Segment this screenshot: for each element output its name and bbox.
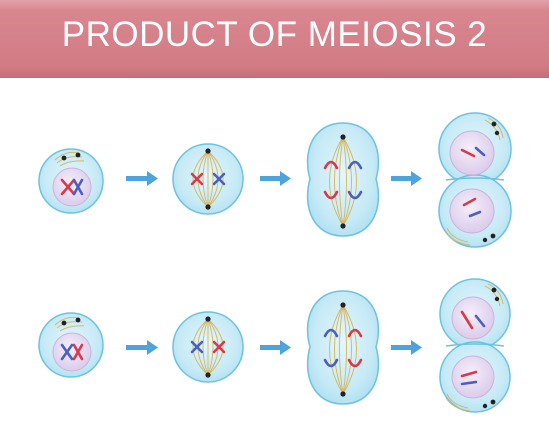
chromosome-blue (323, 328, 339, 368)
page-title: PRODUCT OF MEIOSIS 2 (61, 15, 488, 54)
chromosome-red (460, 148, 477, 207)
chromosome-blue (347, 160, 363, 200)
arrow-icon (126, 171, 158, 186)
chromosome-blue (460, 314, 486, 386)
arrow-icon (391, 171, 422, 186)
cell-anaphase (306, 122, 380, 237)
cell-metaphase (172, 143, 244, 215)
chromosome-blue (72, 178, 84, 196)
arrow-icon (260, 340, 291, 355)
chromosome-red (460, 310, 478, 378)
chromosome-blue (212, 172, 226, 186)
arrow-icon (391, 340, 422, 355)
cell-prophase (38, 312, 104, 378)
cell-anaphase (306, 290, 380, 405)
title-banner: PRODUCT OF MEIOSIS 2 (0, 0, 549, 78)
row-1 (38, 112, 512, 248)
arrow-icon (260, 171, 291, 186)
row-2 (38, 278, 511, 413)
chromosome-blue (190, 340, 204, 354)
cell-telophase (439, 278, 511, 413)
chromosome-red (60, 178, 76, 196)
chromosome-red (212, 340, 226, 354)
cell-prophase (38, 148, 104, 214)
cell-metaphase (172, 311, 244, 383)
arrow-icon (126, 340, 158, 355)
cell-telophase (438, 112, 512, 248)
chromosome-red (72, 343, 84, 361)
chromosome-blue (60, 343, 74, 361)
chromosome-red (347, 328, 363, 368)
chromosome-blue (468, 146, 486, 218)
chromosome-red (323, 160, 339, 200)
chromosome-red (190, 172, 204, 186)
